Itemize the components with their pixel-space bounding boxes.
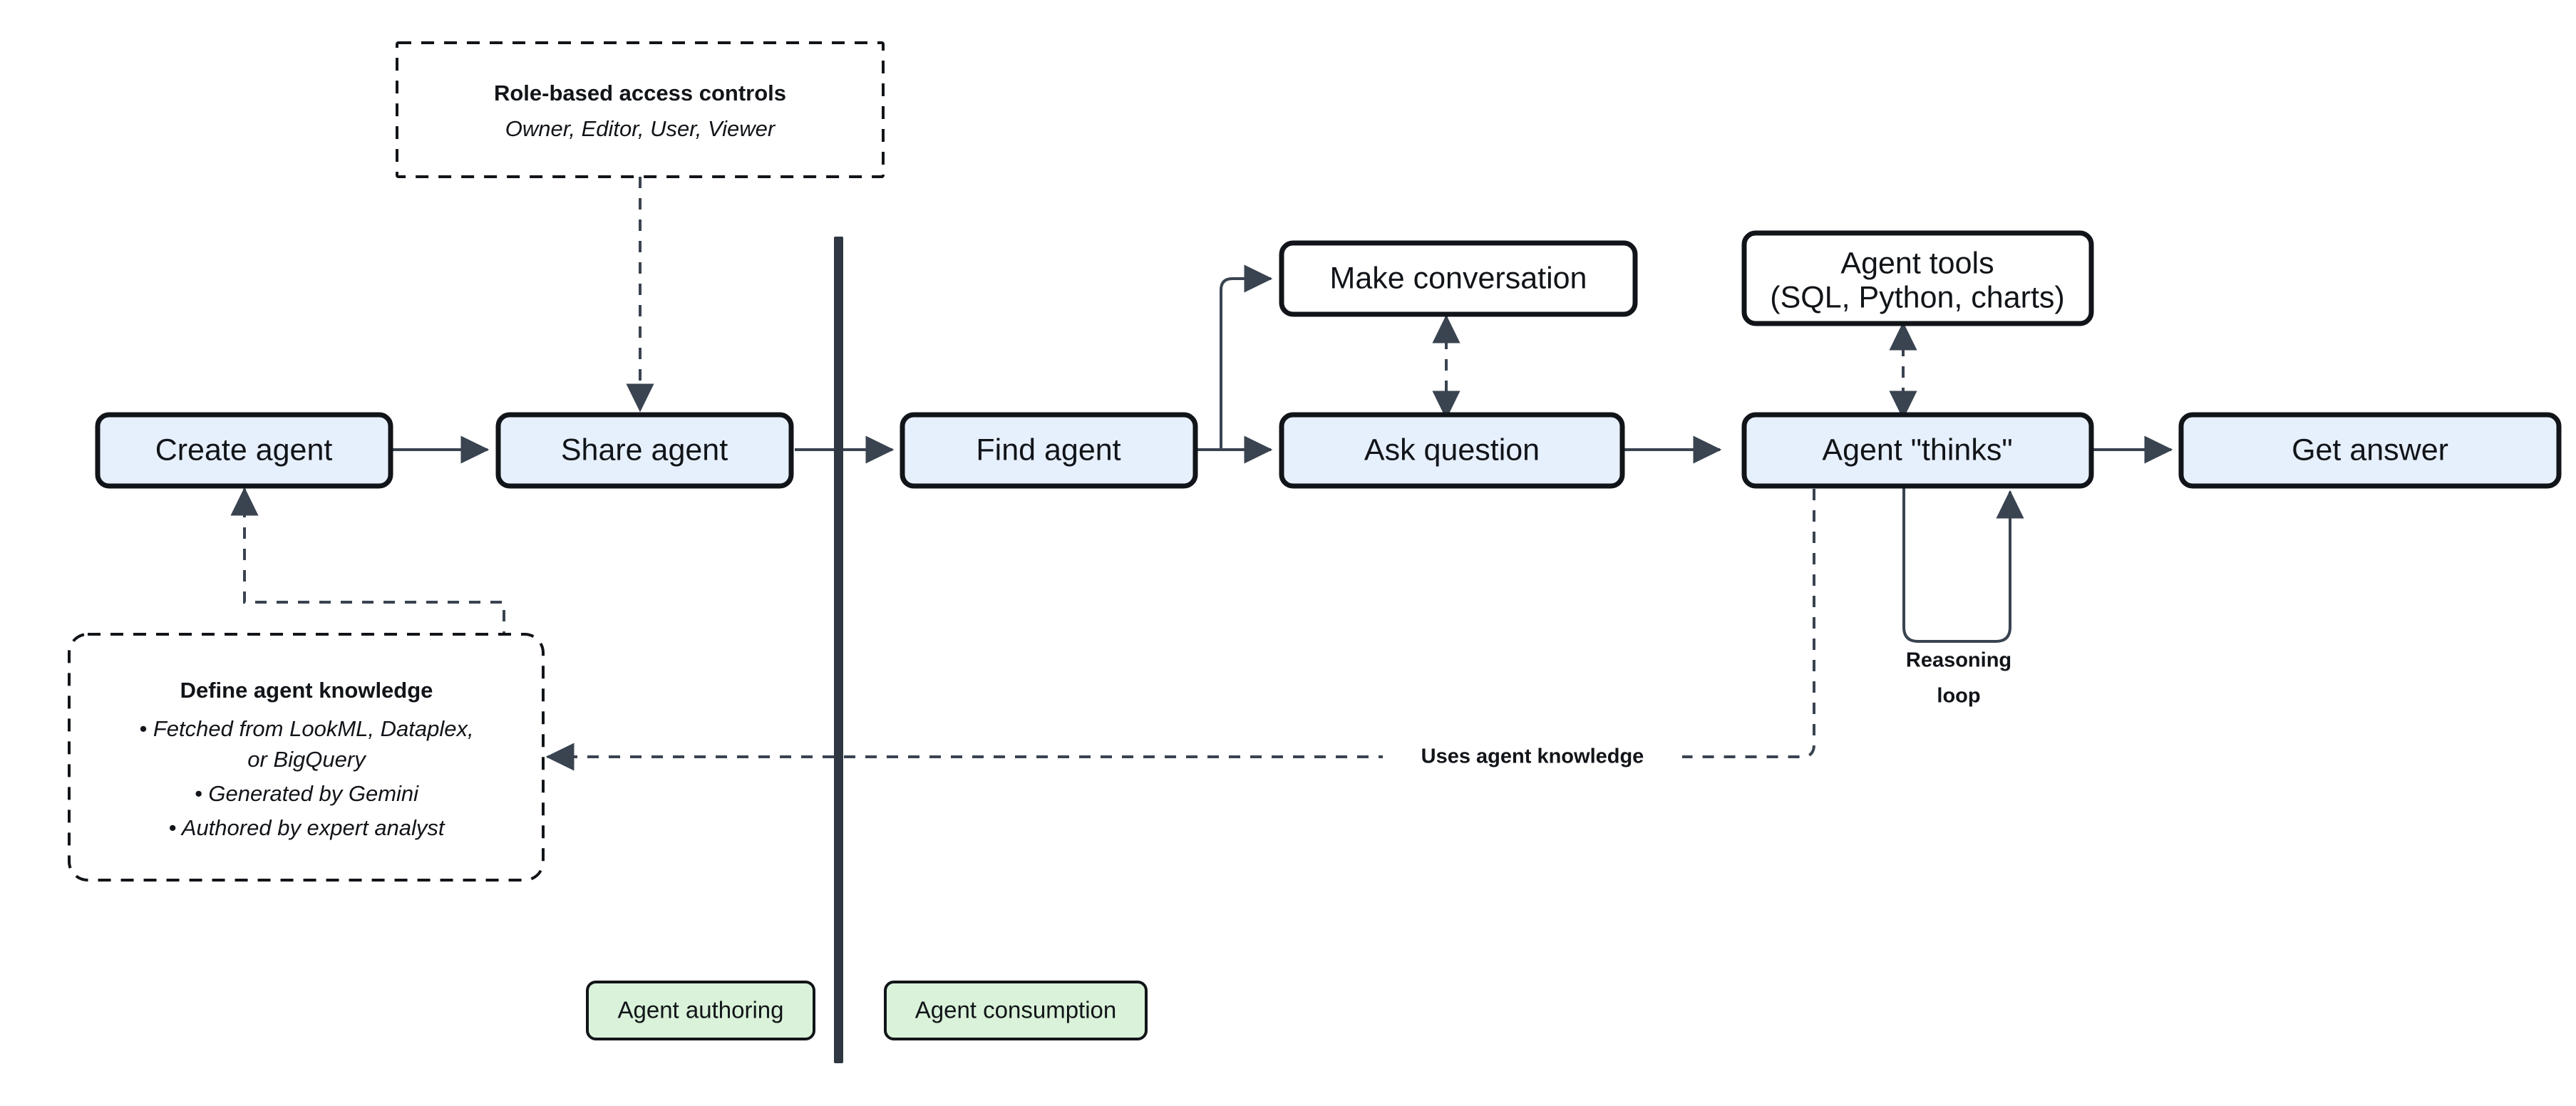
node-ask-question[interactable]: Ask question: [1279, 412, 1625, 489]
node-get-answer[interactable]: Get answer: [2178, 412, 2562, 489]
knowledge-title: Define agent knowledge: [180, 678, 433, 703]
node-create-agent[interactable]: Create agent: [95, 412, 393, 489]
node-create-agent-label: Create agent: [155, 433, 333, 467]
rbac-annotation-box: [396, 41, 885, 178]
node-share-agent-label: Share agent: [561, 433, 728, 467]
node-share-agent[interactable]: Share agent: [495, 412, 794, 489]
node-ask-question-label: Ask question: [1364, 433, 1540, 467]
rbac-roles: Owner, Editor, User, Viewer: [505, 116, 776, 141]
node-agent-tools[interactable]: Agent tools (SQL, Python, charts): [1741, 230, 2094, 326]
connector-find-to-make-conversation: [1220, 264, 1273, 450]
knowledge-bullet-3: • Authored by expert analyst: [168, 815, 445, 840]
knowledge-bullet-2: • Generated by Gemini: [195, 781, 419, 806]
reasoning-loop-label-line1: Reasoning: [1906, 649, 2011, 672]
legend-agent-consumption-label: Agent consumption: [915, 997, 1117, 1023]
legend-agent-authoring-label: Agent authoring: [617, 997, 783, 1023]
reasoning-loop-label-line2: loop: [1937, 685, 1980, 708]
node-make-conversation[interactable]: Make conversation: [1279, 240, 1638, 317]
node-find-agent-label: Find agent: [976, 433, 1120, 467]
uses-agent-knowledge-label-backdrop: [1383, 738, 1682, 777]
node-agent-tools-label-line2: (SQL, Python, charts): [1770, 280, 2064, 314]
node-agent-thinks[interactable]: Agent "thinks": [1741, 412, 2094, 489]
legend-agent-authoring[interactable]: Agent authoring: [586, 981, 815, 1040]
knowledge-bullet-1: • Fetched from LookML, Dataplex,: [139, 716, 473, 741]
node-get-answer-label: Get answer: [2292, 433, 2448, 467]
node-find-agent[interactable]: Find agent: [900, 412, 1198, 489]
node-agent-tools-label-line1: Agent tools: [1840, 246, 1994, 280]
node-make-conversation-label: Make conversation: [1330, 261, 1587, 295]
uses-agent-knowledge-label: Uses agent knowledge: [1421, 745, 1644, 768]
legend-agent-consumption[interactable]: Agent consumption: [884, 981, 1148, 1040]
connector-uses-agent-knowledge-right: [1675, 489, 1815, 758]
knowledge-bullet-1-cont: or BigQuery: [247, 747, 367, 772]
section-divider: [834, 237, 843, 1063]
connector-reasoning-loop: [1902, 483, 2024, 643]
node-agent-thinks-label: Agent "thinks": [1822, 433, 2012, 467]
rbac-title: Role-based access controls: [494, 81, 786, 105]
knowledge-annotation-box: [68, 633, 545, 882]
